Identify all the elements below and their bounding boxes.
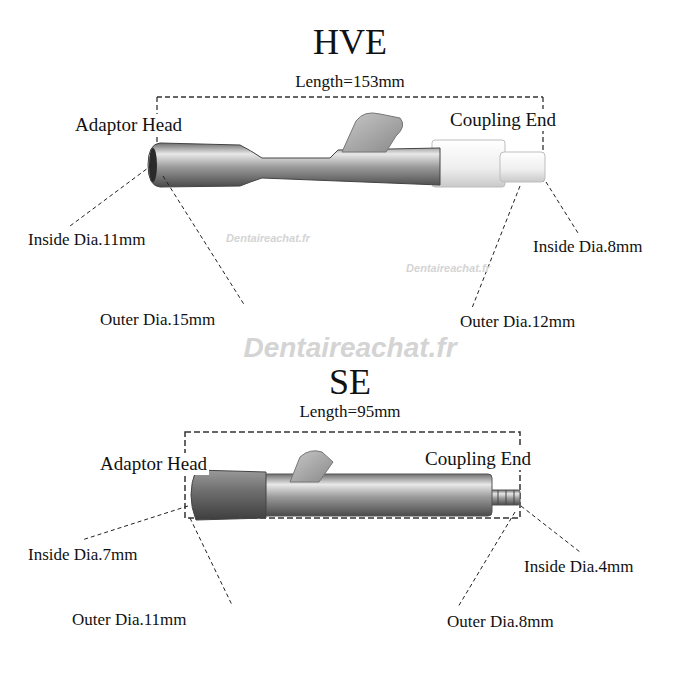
- valve-lever: [342, 113, 403, 152]
- coupling-end: [500, 152, 545, 182]
- dimension-label: Inside Dia.4mm: [522, 557, 636, 577]
- leader-line: [521, 506, 580, 552]
- valve-lever: [290, 451, 333, 482]
- watermark: Dentaireachat.fr: [241, 332, 458, 364]
- dimension-label: Outer Dia.15mm: [98, 310, 217, 330]
- rubber-sleeve: [191, 470, 266, 520]
- leader-line: [190, 518, 232, 605]
- barb-ridges: [498, 490, 514, 505]
- dimension-label: Inside Dia.11mm: [26, 230, 147, 250]
- leader-line: [82, 506, 188, 540]
- leader-line: [70, 165, 152, 226]
- bracket-line: [157, 96, 543, 97]
- coupling-body: [432, 140, 505, 187]
- dimension-label: Inside Dia.7mm: [26, 545, 140, 565]
- leader-lines: [82, 506, 580, 607]
- part-name: Adaptor Head: [73, 114, 184, 136]
- section-title: HVE: [311, 22, 389, 63]
- leader-line: [546, 182, 578, 233]
- barb-coupling: [488, 490, 520, 505]
- watermark: Dentaireachat.fr: [224, 232, 312, 245]
- dimension-label: Outer Dia.8mm: [445, 612, 556, 632]
- dimension-label: Outer Dia.12mm: [458, 312, 577, 332]
- metal-tube: [148, 143, 440, 187]
- leader-line: [472, 186, 520, 308]
- leader-line: [458, 512, 515, 607]
- dimension-label: Inside Dia.8mm: [531, 237, 645, 257]
- dimension-label: Length=153mm: [293, 72, 407, 92]
- dimension-label: Outer Dia.11mm: [70, 610, 189, 630]
- watermark: Dentaireachat.fr: [404, 262, 492, 275]
- dimension-label: Length=95mm: [297, 402, 402, 422]
- tip-opening: [149, 148, 157, 182]
- part-name: Coupling End: [423, 448, 533, 470]
- section-title: SE: [327, 362, 373, 403]
- part-name: Adaptor Head: [98, 453, 209, 475]
- part-name: Coupling End: [448, 109, 558, 131]
